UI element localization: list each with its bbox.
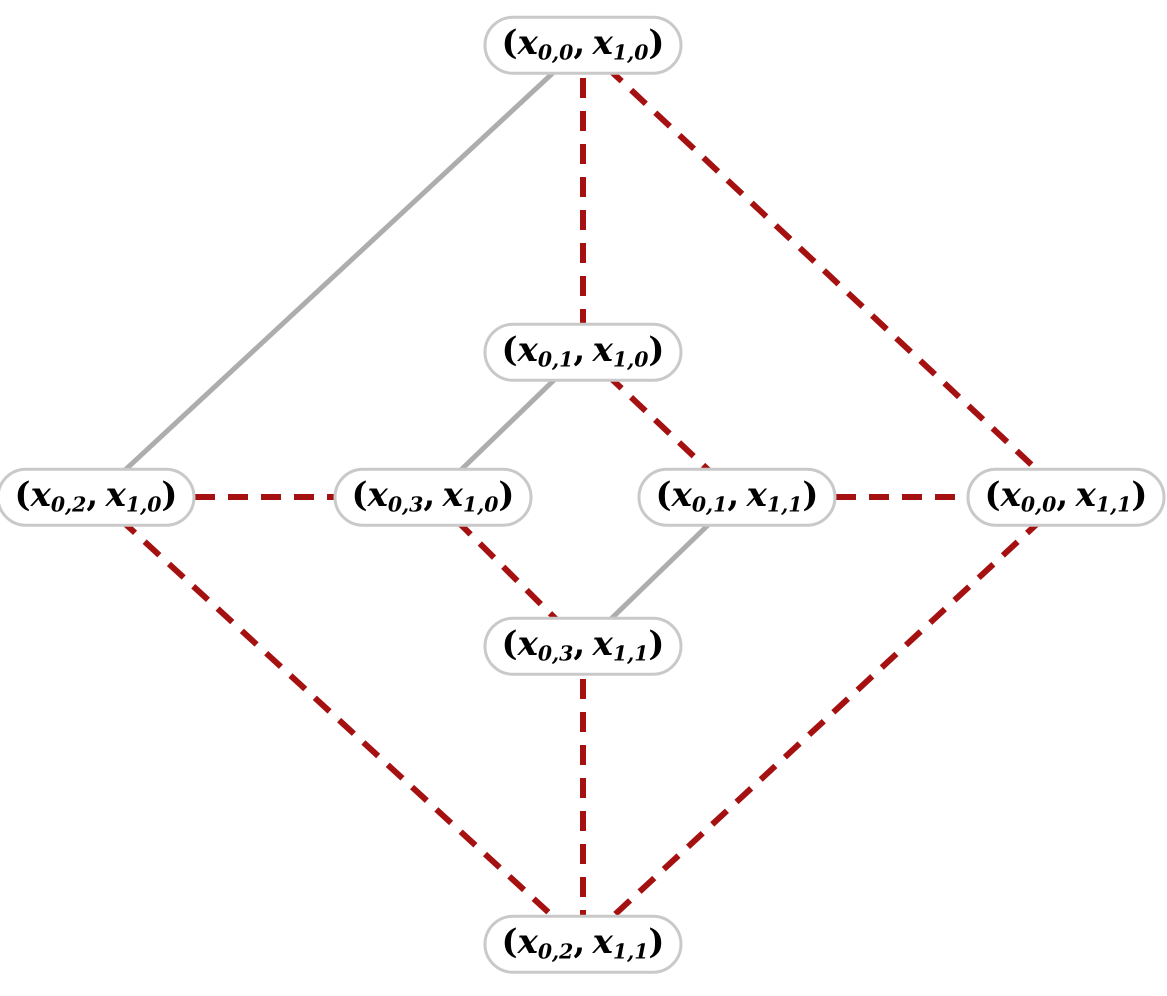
graph-node-x01-x10: (x0,1,x1,0) (483, 322, 683, 382)
edge-x00-x10-x00-x11-dashed (580, 42, 1069, 500)
graph-node-x02-x10: (x0,2,x1,0) (0, 467, 196, 527)
node-label: (x0,0,x1,1) (984, 474, 1148, 517)
node-label: (x0,0,x1,0) (501, 22, 665, 65)
node-label: (x0,2,x1,1) (501, 921, 665, 964)
node-label: (x0,1,x1,1) (655, 474, 819, 517)
edge-x02-x10-x02-x11-dashed (93, 494, 586, 947)
node-label: (x0,1,x1,0) (501, 329, 665, 372)
graph-node-x00-x11: (x0,0,x1,1) (966, 467, 1166, 527)
node-label: (x0,3,x1,1) (501, 623, 665, 666)
node-label: (x0,2,x1,0) (14, 474, 178, 517)
edge-x00-x11-x02-x11-dashed (580, 494, 1069, 947)
graph-node-x01-x11: (x0,1,x1,1) (637, 467, 837, 527)
graph-node-x02-x11: (x0,2,x1,1) (483, 914, 683, 974)
graph-node-x00-x10: (x0,0,x1,0) (483, 15, 683, 75)
graph-node-x03-x10: (x0,3,x1,0) (333, 467, 533, 527)
graph-node-x03-x11: (x0,3,x1,1) (483, 616, 683, 676)
edge-x00-x10-x02-x10-solid (94, 43, 585, 499)
node-label: (x0,3,x1,0) (351, 474, 515, 517)
